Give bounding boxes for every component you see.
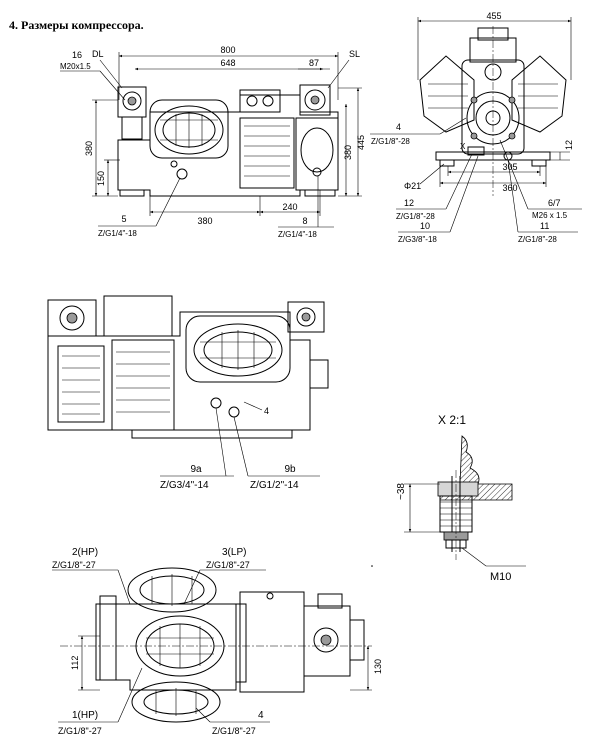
dim-130: 130 xyxy=(373,659,383,674)
dim-width-455: 455 xyxy=(486,11,501,21)
top-conn-4-label: 4 xyxy=(258,710,264,721)
top-conn-3lp-thread: Z/G1/8"-27 xyxy=(206,560,250,570)
page-title: 4. Размеры компрессора. xyxy=(9,18,144,32)
end-conn-67-label: 6/7 xyxy=(548,198,561,208)
end-conn-11-thread: Z/G1/8"-28 xyxy=(518,235,557,244)
dim-overall-width: 800 xyxy=(220,45,235,55)
rear-conn-9b-thread: Z/G1/2"-14 xyxy=(250,480,299,491)
dim-240: 240 xyxy=(282,202,297,212)
top-conn-1hp-thread: Z/G1/8"-27 xyxy=(58,726,102,736)
end-conn-10-thread: Z/G3/8"-18 xyxy=(398,235,437,244)
top-conn-2hp-thread: Z/G1/8"-27 xyxy=(52,560,96,570)
conn-8-label: 8 xyxy=(302,216,307,226)
top-conn-2hp-label: 2(HP) xyxy=(72,547,98,558)
dim-height-380: 380 xyxy=(84,141,94,156)
conn-5-thread: Z/G1/4"-18 xyxy=(98,229,137,238)
rear-conn-9b-label: 9b xyxy=(284,464,296,475)
end-conn-10-label: 10 xyxy=(420,221,430,231)
dim-height-445: 445 xyxy=(356,135,366,150)
rear-conn-4-label: 4 xyxy=(264,406,269,416)
dim-height-380-right: 380 xyxy=(343,145,353,160)
bolt-m10: M10 xyxy=(490,571,511,583)
dim-305: 305 xyxy=(502,162,517,172)
end-conn-11-label: 11 xyxy=(540,221,549,231)
label-dl: DL xyxy=(92,49,104,59)
conn-16-thread: M20x1.5 xyxy=(60,62,91,71)
dim-87: 87 xyxy=(309,58,319,68)
conn-16-label: 16 xyxy=(72,50,82,60)
detail-x-title: X 2:1 xyxy=(438,413,466,427)
dim-380-width: 380 xyxy=(197,216,212,226)
end-conn-67-thread: M26 x 1.5 xyxy=(532,211,568,220)
dim-inner-width: 648 xyxy=(220,58,235,68)
end-conn-12-label: 12 xyxy=(404,198,414,208)
end-view: 455 xyxy=(370,11,582,244)
end-conn-4-thread: Z/G1/8"-28 xyxy=(371,137,410,146)
dim-360: 360 xyxy=(502,183,517,193)
dim-height-150: 150 xyxy=(96,171,106,186)
top-conn-3lp-label: 3(LP) xyxy=(222,547,246,558)
end-conn-4-label: 4 xyxy=(396,122,401,132)
dim-12: 12 xyxy=(564,140,574,150)
conn-8-thread: Z/G1/4"-18 xyxy=(278,230,317,239)
rear-conn-9a-thread: Z/G3/4"-14 xyxy=(160,480,209,491)
rear-conn-9a-label: 9a xyxy=(190,464,202,475)
dia-21: Φ21 xyxy=(404,181,421,191)
top-view: 2(HP) Z/G1/8"-27 3(LP) Z/G1/8"-27 xyxy=(52,547,383,736)
detail-x: X 2:1 ~38 M10 xyxy=(371,413,526,583)
conn-5-label: 5 xyxy=(121,214,126,224)
top-conn-1hp-label: 1(HP) xyxy=(72,710,98,721)
top-conn-4-thread: Z/G1/8"-27 xyxy=(212,726,256,736)
side-view: 800 648 87 DL SL 16 M20x1.5 xyxy=(60,45,366,239)
label-sl: SL xyxy=(349,49,360,59)
end-conn-12-thread: Z/G1/8"-28 xyxy=(396,212,435,221)
label-x: X xyxy=(460,142,466,151)
rear-view: 4 9a Z/G3/4"-14 9b Z/G1/2"-14 xyxy=(47,295,329,491)
dim-112: 112 xyxy=(70,656,80,670)
dim-38: ~38 xyxy=(396,483,407,500)
